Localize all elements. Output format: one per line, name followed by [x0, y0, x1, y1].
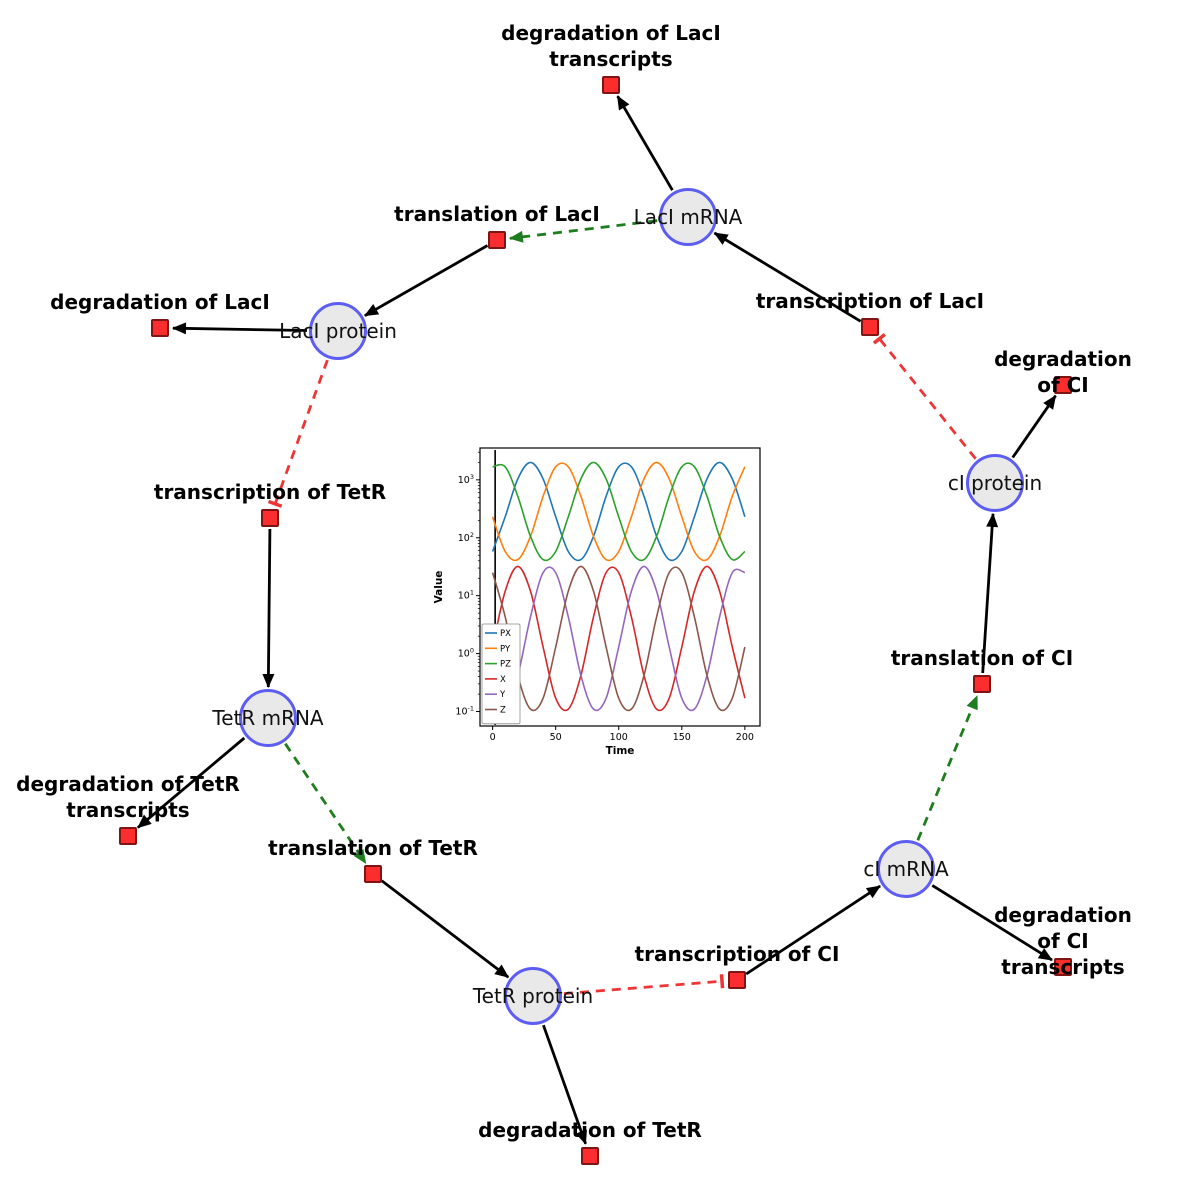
series-curve-x — [491, 565, 746, 712]
y-axis-label: Value — [433, 571, 445, 604]
reaction-node-tc-tetr[interactable] — [261, 509, 279, 527]
edge-production-tl_ci-to-ci_protein — [981, 512, 999, 674]
x-tick-label: 100 — [610, 732, 628, 743]
reaction-node-deg-ci-tx[interactable] — [1054, 958, 1072, 976]
reaction-label-tl-laci: translation of LacI — [394, 202, 600, 226]
edge-consumption-laci_mrna-to-deg_laci_tx — [616, 95, 674, 191]
species-label-laci-protein: LacI protein — [279, 319, 397, 343]
reaction-label-tl-ci: translation of CI — [890, 646, 1074, 670]
x-tick-label: 200 — [736, 732, 754, 743]
species-label-laci-mrna: LacI mRNA — [633, 205, 743, 229]
reaction-node-deg-laci[interactable] — [151, 319, 169, 337]
edge-consumption-tetr_mrna-to-deg_tetr_tx — [136, 736, 246, 829]
series-curve-py — [491, 461, 746, 562]
edge-catalysis-ci_mrna-to-tl_ci — [916, 695, 979, 841]
reaction-label-deg-ci-tx: degradation of CI transcripts — [994, 903, 1132, 979]
edge-consumption-tetr_protein-to-deg_tetr — [542, 1024, 587, 1145]
reaction-node-tl-tetr[interactable] — [364, 865, 382, 883]
reaction-label-deg-tetr-tx: degradation of TetR transcripts — [16, 772, 240, 822]
reaction-node-tc-ci[interactable] — [728, 971, 746, 989]
x-tick-label: 0 — [490, 732, 496, 743]
y-tick-label: 10-1 — [455, 705, 474, 718]
reaction-label-tc-laci: transcription of LacI — [755, 289, 985, 313]
reaction-label-deg-laci: degradation of LacI — [50, 290, 270, 314]
legend-entry-py: PY — [500, 644, 511, 654]
x-axis-label: Time — [606, 745, 635, 757]
edge-consumption-laci_protein-to-deg_laci — [172, 322, 308, 335]
species-label-tetr-mrna: TetR mRNA — [212, 706, 324, 730]
edge-production-tl_laci-to-laci_protein — [364, 244, 489, 317]
legend-entry-px: PX — [500, 629, 511, 639]
reaction-node-deg-laci-tx[interactable] — [602, 76, 620, 94]
species-node-tetr-protein[interactable] — [504, 967, 562, 1025]
species-label-ci-mrna: cI mRNA — [863, 857, 949, 881]
edge-production-tl_tetr-to-tetr_protein — [380, 879, 510, 979]
edge-production-tc_ci-to-ci_mrna — [745, 884, 881, 976]
reaction-label-tl-tetr: translation of TetR — [268, 836, 478, 860]
species-node-laci-protein[interactable] — [309, 302, 367, 360]
reaction-label-tc-tetr: transcription of TetR — [153, 480, 387, 504]
reaction-node-deg-tetr[interactable] — [581, 1147, 599, 1165]
edge-catalysis-laci_mrna-to-tl_laci — [508, 219, 658, 243]
species-node-laci-mrna[interactable] — [659, 188, 717, 246]
reaction-node-deg-tetr-tx[interactable] — [119, 827, 137, 845]
y-tick-label: 100 — [458, 647, 474, 660]
edge-production-tc_laci-to-laci_mrna — [713, 231, 862, 323]
edge-consumption-ci_mrna-to-deg_ci_tx — [931, 884, 1053, 962]
reaction-label-deg-ci: degradation of CI — [994, 347, 1132, 397]
reaction-label-deg-tetr: degradation of TetR — [478, 1118, 702, 1142]
species-node-tetr-mrna[interactable] — [239, 689, 297, 747]
reaction-node-tl-ci[interactable] — [973, 675, 991, 693]
reaction-label-tc-ci: transcription of CI — [634, 942, 840, 966]
edge-production-tc_tetr-to-tetr_mrna — [262, 528, 275, 688]
edge-inhibition-ci_protein-to-tc_laci — [872, 332, 977, 460]
reaction-node-deg-ci[interactable] — [1054, 376, 1072, 394]
edge-inhibition-tetr_protein-to-tc_ci — [563, 974, 725, 995]
species-label-tetr-protein: TetR protein — [472, 984, 594, 1008]
series-curve-y — [491, 565, 746, 712]
y-tick-label: 102 — [458, 531, 474, 544]
edge-consumption-ci_protein-to-deg_ci — [1011, 394, 1057, 459]
legend-entry-z: Z — [500, 706, 506, 716]
legend-entry-y: Y — [499, 690, 506, 700]
legend-entry-x: X — [500, 675, 506, 685]
y-tick-label: 101 — [458, 589, 474, 602]
y-tick-label: 103 — [458, 473, 474, 486]
plot-frame — [479, 447, 761, 727]
reaction-node-tl-laci[interactable] — [488, 231, 506, 249]
series-curve-z — [491, 565, 746, 712]
species-node-ci-mrna[interactable] — [877, 840, 935, 898]
reaction-node-tc-laci[interactable] — [861, 318, 879, 336]
edge-catalysis-tetr_mrna-to-tl_tetr — [284, 742, 367, 865]
x-tick-label: 150 — [673, 732, 691, 743]
species-label-ci-protein: cI protein — [947, 471, 1043, 495]
x-tick-label: 50 — [550, 732, 562, 743]
series-curve-px — [491, 461, 746, 562]
legend-entry-pz: PZ — [500, 660, 511, 670]
species-node-ci-protein[interactable] — [966, 454, 1024, 512]
reaction-label-deg-laci-tx: degradation of LacI transcripts — [501, 21, 721, 71]
series-curve-pz — [492, 461, 746, 562]
